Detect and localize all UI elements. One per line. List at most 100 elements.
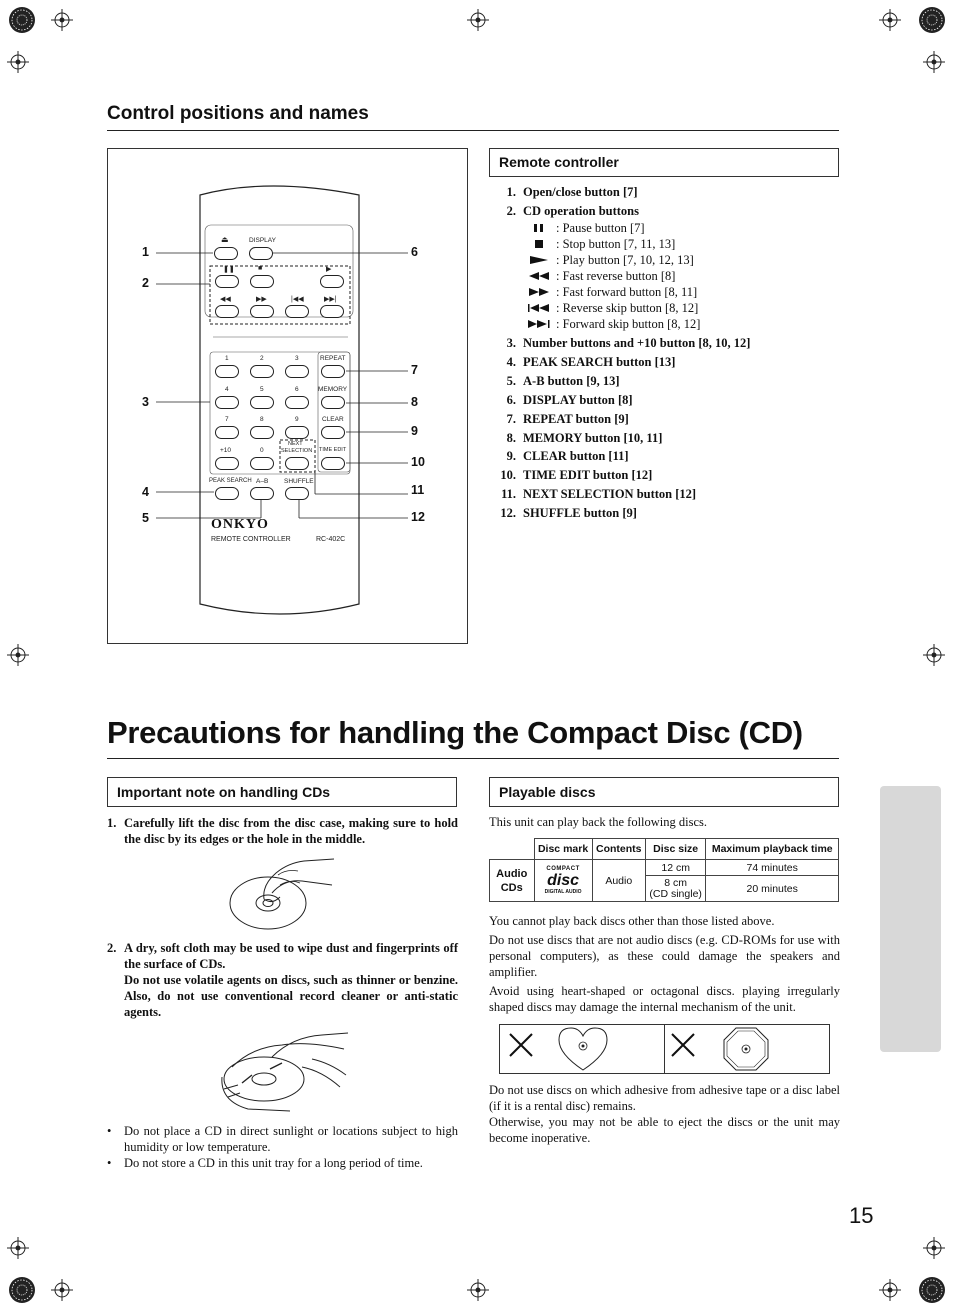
number-4-button[interactable] bbox=[215, 396, 239, 409]
number-8-button[interactable] bbox=[250, 426, 274, 439]
item-number: 11. bbox=[501, 487, 516, 502]
adhesive-notes: Do not use discs on which adhesive from … bbox=[489, 1082, 840, 1146]
reverse-skip-button[interactable] bbox=[285, 305, 309, 318]
reverse-skip-icon: |◀◀ bbox=[291, 296, 304, 303]
remote-diagram: 1 2 3 4 5 6 7 8 9 10 11 12 DISPLAY ⏏ ❚❚ … bbox=[107, 148, 468, 644]
cd-logo: COMPACT disc DIGITAL AUDIO bbox=[533, 859, 593, 902]
selection-label: SELECTION bbox=[281, 448, 313, 454]
num-label-8: 8 bbox=[260, 416, 264, 423]
size-cell: 8 cm(CD single) bbox=[644, 875, 707, 902]
control-list-cont: 3.Number buttons and +10 button [8, 10, … bbox=[489, 334, 839, 523]
num-label-6: 6 bbox=[295, 386, 299, 393]
item-number: 7. bbox=[506, 411, 516, 426]
list-item: 5.A-B button [9, 13] bbox=[489, 372, 839, 391]
page-number: 15 bbox=[849, 1203, 874, 1228]
open-close-button[interactable] bbox=[214, 247, 238, 260]
item-text: Number buttons and +10 button [8, 10, 12… bbox=[523, 336, 751, 350]
cross-mark-icon bbox=[509, 1033, 533, 1057]
table-header: Disc mark bbox=[533, 838, 593, 860]
octagon-disc-icon bbox=[723, 1027, 769, 1071]
forward-skip-icon: ▶▶| bbox=[324, 296, 337, 303]
number-1-button[interactable] bbox=[215, 365, 239, 378]
item-text: : Forward skip button [8, 12] bbox=[556, 317, 701, 331]
pause-button[interactable] bbox=[215, 275, 239, 288]
list-item: 8.MEMORY button [10, 11] bbox=[489, 429, 839, 448]
fast-reverse-button[interactable] bbox=[215, 305, 239, 318]
number-2-button[interactable] bbox=[250, 365, 274, 378]
item-text: CLEAR button [11] bbox=[523, 449, 629, 464]
time-cell: 74 minutes bbox=[705, 859, 839, 876]
num-label-5: 5 bbox=[260, 386, 264, 393]
item-text: REPEAT button [9] bbox=[523, 411, 629, 426]
list-item: : Forward skip button [8, 12] bbox=[522, 316, 842, 332]
clear-label: CLEAR bbox=[322, 416, 344, 423]
list-item: 9.CLEAR button [11] bbox=[489, 447, 839, 466]
fast-reverse-icon: ◀◀ bbox=[220, 296, 231, 303]
playable-discs-header: Playable discs bbox=[489, 777, 839, 807]
play-button[interactable] bbox=[320, 275, 344, 288]
callout-7: 7 bbox=[411, 363, 418, 377]
pause-icon bbox=[522, 223, 556, 233]
peak-search-button[interactable] bbox=[215, 487, 239, 500]
fast-forward-button[interactable] bbox=[250, 305, 274, 318]
item-text: DISPLAY button [8] bbox=[523, 392, 633, 407]
memory-button[interactable] bbox=[321, 396, 345, 409]
paragraph: Otherwise, you may not be able to eject … bbox=[489, 1115, 840, 1145]
callout-6: 6 bbox=[411, 245, 418, 259]
step-number: 1. bbox=[107, 816, 117, 830]
size-cell: 12 cm bbox=[644, 859, 707, 876]
callout-8: 8 bbox=[411, 395, 418, 409]
number-9-button[interactable] bbox=[285, 426, 309, 439]
paragraph: Do not use discs on which adhesive from … bbox=[489, 1083, 840, 1113]
step-1: 1. Carefully lift the disc from the disc… bbox=[107, 815, 458, 847]
item-text: Open/close button [7] bbox=[523, 185, 638, 199]
remote-caption: REMOTE CONTROLLER bbox=[211, 536, 291, 543]
forward-skip-button[interactable] bbox=[320, 305, 344, 318]
important-note-header: Important note on handling CDs bbox=[107, 777, 457, 807]
number-6-button[interactable] bbox=[285, 396, 309, 409]
list-item: 1.Open/close button [7] bbox=[489, 183, 839, 202]
playable-intro: This unit can play back the following di… bbox=[489, 815, 708, 829]
time-edit-button[interactable] bbox=[321, 457, 345, 470]
num-label-4: 4 bbox=[225, 386, 229, 393]
display-button[interactable] bbox=[249, 247, 273, 260]
item-number: 6. bbox=[506, 392, 516, 407]
list-item: •Do not store a CD in this unit tray for… bbox=[107, 1155, 458, 1171]
bullet-icon: • bbox=[107, 1124, 112, 1138]
time-cell: 20 minutes bbox=[705, 875, 839, 902]
item-number: 8. bbox=[506, 430, 516, 445]
item-text: : Play button [7, 10, 12, 13] bbox=[556, 253, 694, 267]
shuffle-label: SHUFFLE bbox=[284, 478, 314, 485]
repeat-label: REPEAT bbox=[320, 355, 346, 362]
num-label-1: 1 bbox=[225, 355, 229, 362]
playable-notes: You cannot play back discs other than th… bbox=[489, 913, 840, 1015]
list-item: •Do not place a CD in direct sunlight or… bbox=[107, 1123, 458, 1155]
disc-wiping-illustration bbox=[221, 1032, 349, 1112]
plus10-button[interactable] bbox=[215, 457, 239, 470]
forward-skip-icon bbox=[522, 319, 556, 329]
onkyo-logo: ONKYO bbox=[211, 517, 269, 532]
number-3-button[interactable] bbox=[285, 365, 309, 378]
number-5-button[interactable] bbox=[250, 396, 274, 409]
ab-button[interactable] bbox=[250, 487, 274, 500]
step-number: 2. bbox=[107, 941, 117, 955]
step-2: 2. A dry, soft cloth may be used to wipe… bbox=[107, 940, 458, 1020]
next-selection-button[interactable] bbox=[285, 457, 309, 470]
item-text: : Pause button [7] bbox=[556, 221, 645, 235]
list-item: : Pause button [7] bbox=[522, 220, 842, 236]
list-item: 6. DISPLAY button [8] bbox=[489, 391, 839, 410]
shuffle-button[interactable] bbox=[285, 487, 309, 500]
disc-holding-illustration bbox=[229, 858, 335, 930]
side-tab bbox=[880, 786, 941, 1052]
remote-outline bbox=[156, 185, 408, 615]
list-item: : Fast forward button [8, 11] bbox=[522, 284, 842, 300]
number-0-button[interactable] bbox=[250, 457, 274, 470]
stop-button[interactable] bbox=[250, 275, 274, 288]
callout-12: 12 bbox=[411, 510, 425, 524]
number-7-button[interactable] bbox=[215, 426, 239, 439]
list-item: 3.Number buttons and +10 button [8, 10, … bbox=[489, 334, 839, 353]
list-item: 2.CD operation buttons bbox=[489, 202, 839, 221]
figure-divider bbox=[664, 1025, 665, 1073]
repeat-button[interactable] bbox=[321, 365, 345, 378]
clear-button[interactable] bbox=[321, 426, 345, 439]
